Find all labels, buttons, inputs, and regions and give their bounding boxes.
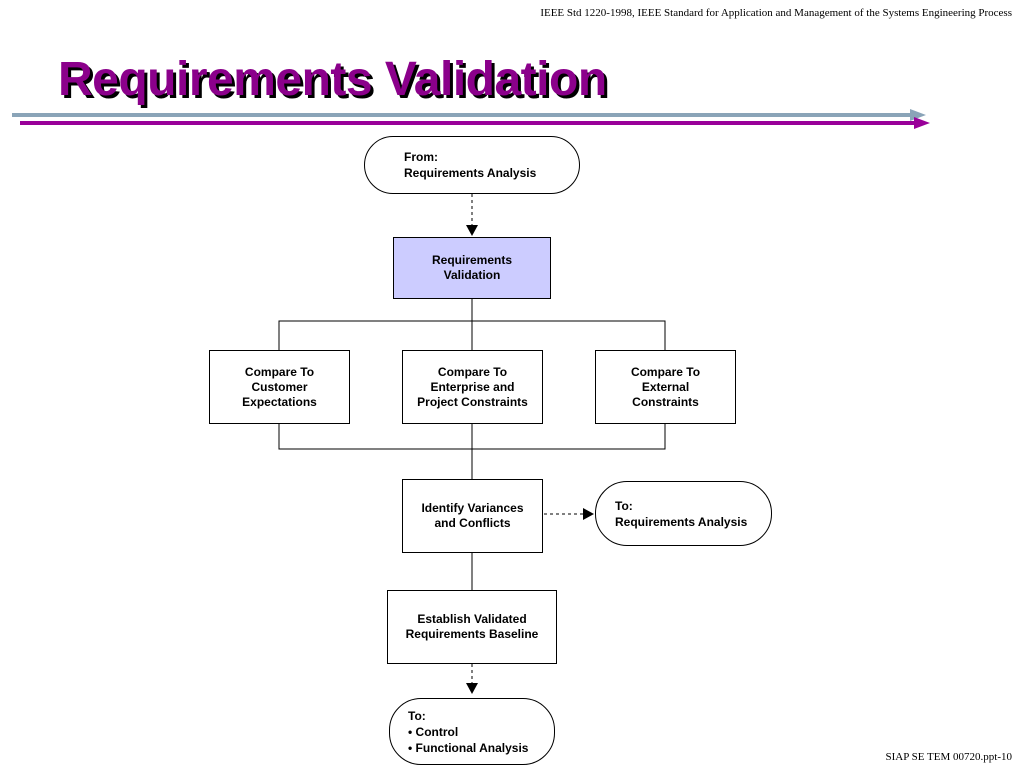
to-outputs: To: • Control • Functional Analysis [389,698,555,765]
output-item-control: • Control [408,724,459,739]
arrowhead-down-outputs [466,683,478,694]
to-label: To: [615,498,633,513]
output-item-functional-analysis: • Functional Analysis [408,740,529,755]
title-underline-arrows [12,109,930,129]
standard-reference: IEEE Std 1220-1998, IEEE Standard for Ap… [540,7,1012,19]
from-label: From: [404,150,438,164]
output-item-control-label: Control [415,724,459,739]
purple-rule-arrowhead [914,117,930,129]
arrowhead-right-feedback [583,508,594,520]
requirements-validation-box: Requirements Validation [393,237,551,299]
to-outputs-label: To: [408,708,426,723]
establish-baseline-box: Establish Validated Requirements Baselin… [387,590,557,664]
arrowhead-down-validation [466,225,478,236]
page-title: Requirements Validation [58,53,607,106]
output-item-functional-label: Functional Analysis [415,740,529,755]
compare-customer-expectations-box: Compare To Customer Expectations [209,350,350,424]
to-target-name: Requirements Analysis [615,514,748,529]
to-requirements-analysis: To: Requirements Analysis [595,481,772,546]
fan-out-bracket [278,320,666,350]
identify-variances-box: Identify Variances and Conflicts [402,479,543,553]
compare-external-constraints-box: Compare To External Constraints [595,350,736,424]
from-source-name: Requirements Analysis [404,166,537,180]
compare-enterprise-constraints-box: Compare To Enterprise and Project Constr… [402,350,543,424]
slide-identifier: SIAP SE TEM 00720.ppt-10 [885,751,1012,763]
from-requirements-analysis: From: Requirements Analysis [364,136,580,194]
